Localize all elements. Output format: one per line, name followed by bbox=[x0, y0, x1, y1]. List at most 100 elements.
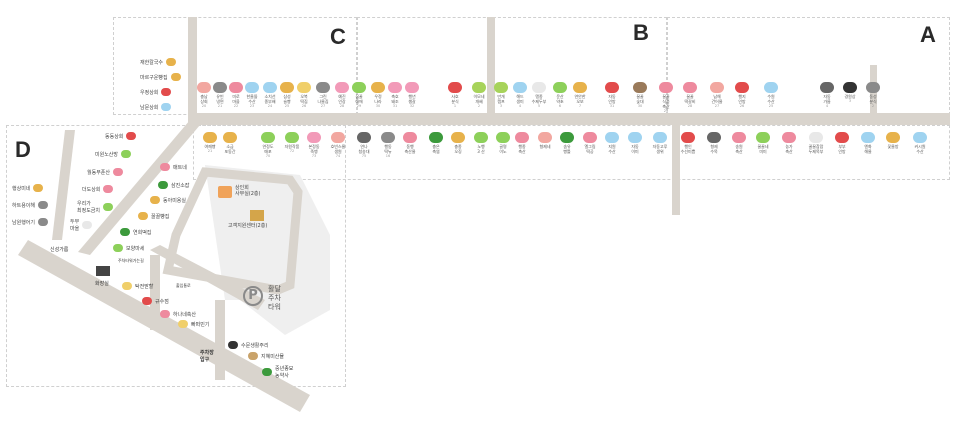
shop[interactable]: 동행 축산물 bbox=[395, 132, 425, 154]
shop[interactable]: 자동 이미 bbox=[620, 132, 650, 154]
shop[interactable]: 솜유 빵틀 bbox=[552, 132, 582, 154]
shop[interactable]: 하트용이해 bbox=[12, 201, 49, 209]
shop[interactable]: 규수점 bbox=[142, 297, 169, 305]
shop[interactable]: 남원행어기 bbox=[12, 218, 49, 226]
shop[interactable]: 자동고루 생위 bbox=[645, 132, 675, 154]
shop[interactable]: 삼진소잡 bbox=[158, 181, 189, 189]
shop[interactable]: 소금 포동간 bbox=[215, 132, 245, 154]
shop[interactable]: 우정상회 bbox=[140, 88, 172, 96]
shop[interactable]: 형제 수목 bbox=[699, 132, 729, 154]
shop-number: 1 bbox=[453, 104, 457, 108]
shop[interactable]: 꽃물방 bbox=[878, 132, 908, 149]
shop-name: 동동상회 bbox=[105, 133, 124, 140]
shop[interactable]: 보양마세 bbox=[113, 244, 144, 252]
shop[interactable]: 남문상회 bbox=[140, 103, 172, 111]
shop[interactable]: 꿀꿀빵집 bbox=[138, 212, 169, 220]
shop[interactable]: 중년종묘 농약사 bbox=[262, 365, 293, 379]
office-icon[interactable] bbox=[218, 186, 232, 198]
shop[interactable]: 미원노산방 bbox=[95, 150, 132, 158]
fish-icon bbox=[710, 82, 724, 93]
shop[interactable]: 꿀꿀참맘 두제목부 bbox=[801, 132, 831, 154]
shop[interactable]: 더도상회 bbox=[82, 185, 114, 193]
shop[interactable]: 지혜미산뮬 bbox=[248, 352, 284, 360]
shop[interactable]: 충은 축엽 bbox=[421, 132, 451, 154]
shop[interactable]: 하나네축산 bbox=[160, 310, 196, 318]
shop[interactable]: 송원 축산 bbox=[724, 132, 754, 154]
shop[interactable]: 노행 3 산 bbox=[466, 132, 496, 154]
shop[interactable]: 마르구운빵집 bbox=[140, 73, 181, 81]
shop[interactable]: 행상미네 bbox=[12, 184, 44, 192]
shop[interactable]: 두부 마을 bbox=[70, 218, 93, 232]
clothes-icon bbox=[352, 82, 366, 93]
shop[interactable]: 부부 인방 bbox=[827, 132, 857, 154]
shop[interactable]: 연희떡집 bbox=[120, 228, 151, 236]
shop[interactable]: 행인 수선미쁨 bbox=[673, 132, 703, 154]
shop-name: 한울뜰 수산 bbox=[246, 94, 258, 104]
shop[interactable]: 커시원 수산 bbox=[905, 132, 935, 154]
shop-name: 충종 오징 bbox=[454, 144, 462, 154]
shop[interactable]: 월동부푼산 bbox=[87, 168, 124, 176]
shop[interactable]: 동동상회 bbox=[105, 132, 137, 140]
shop[interactable]: 매트네 bbox=[160, 163, 187, 171]
shop[interactable]: 수문생활주리 bbox=[228, 341, 269, 349]
shop-number: 2 bbox=[477, 104, 481, 108]
restroom-icon[interactable] bbox=[96, 266, 110, 276]
pepper-icon bbox=[681, 132, 695, 143]
shop[interactable]: 탁전맏할 bbox=[122, 282, 153, 290]
shop[interactable]: 엔화 해물 bbox=[853, 132, 883, 154]
shop[interactable]: 지원 수산 bbox=[597, 132, 627, 154]
shop[interactable]: 행종 축산 bbox=[507, 132, 537, 154]
shop[interactable]: 재한칼국수 bbox=[140, 58, 177, 66]
shop[interactable]: 꿀꿀네 미미 bbox=[748, 132, 778, 154]
shop[interactable]: 엘그림 떡공 bbox=[575, 132, 605, 154]
shop[interactable]: 형제네 bbox=[530, 132, 560, 149]
shop[interactable]: 골명 이노 bbox=[488, 132, 518, 154]
shop[interactable]: 농가 축산 bbox=[774, 132, 804, 154]
shop-name: 호빈스물 생원 bbox=[330, 144, 346, 154]
mesh-icon bbox=[707, 132, 721, 143]
shop[interactable]: 충종 오징 bbox=[443, 132, 473, 154]
shop[interactable]: 빠떠민기 bbox=[178, 320, 209, 328]
shop[interactable]: 우리가 최정도금치 bbox=[77, 200, 114, 214]
bread-icon bbox=[223, 132, 237, 143]
shop[interactable]: 동아미용실 bbox=[150, 196, 186, 204]
parking-icon[interactable]: P bbox=[243, 286, 263, 306]
